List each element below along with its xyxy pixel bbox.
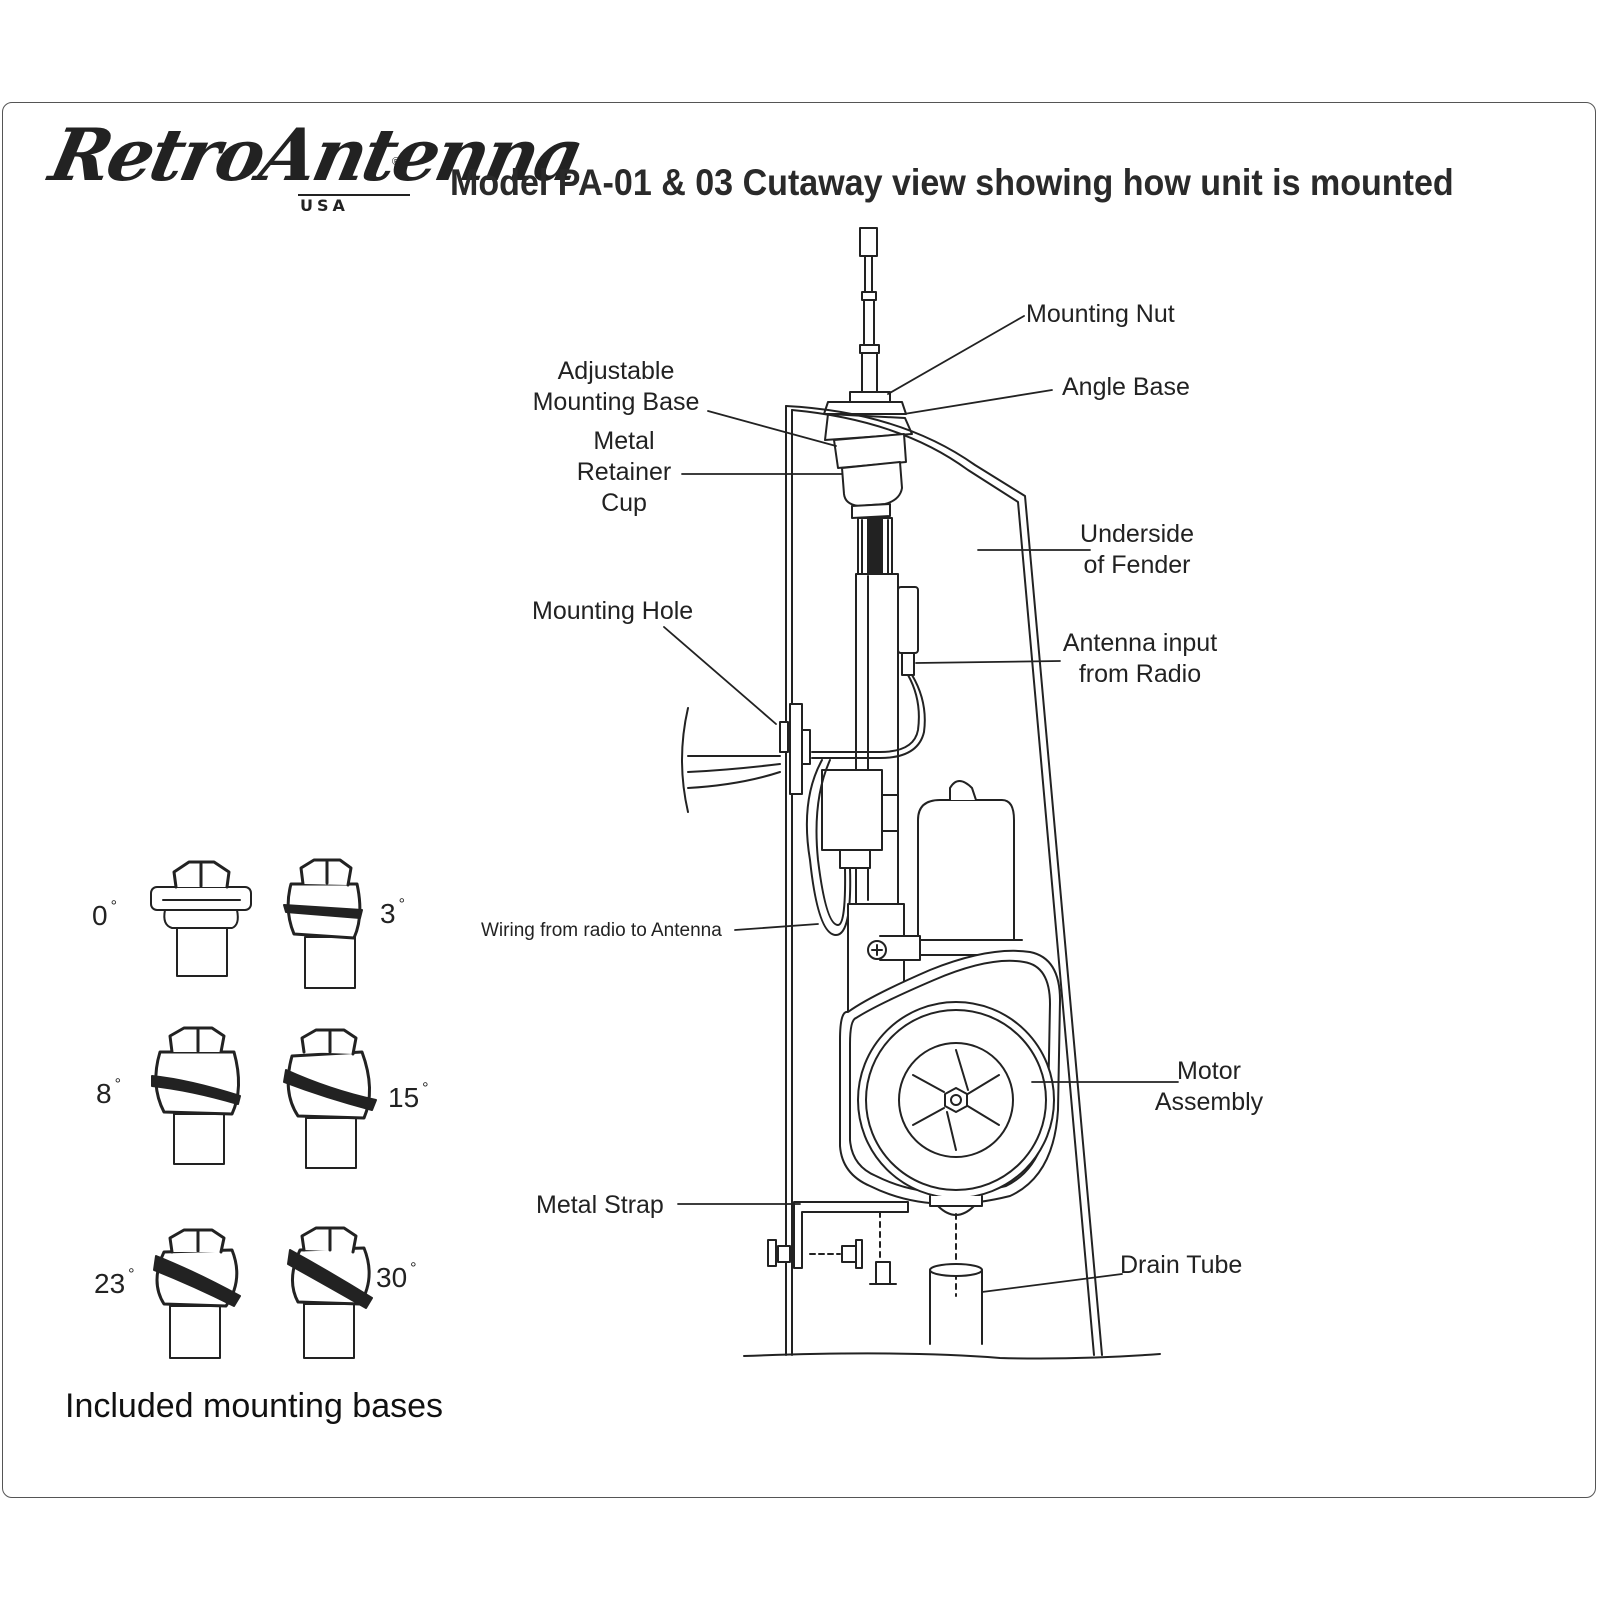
label-antenna-input: Antenna input from Radio (1052, 628, 1228, 690)
label-mounting-nut: Mounting Nut (1026, 300, 1175, 328)
label-retainer-line3: Cup (601, 489, 647, 517)
label-fender-line2: of Fender (1083, 551, 1191, 579)
label-wiring: Wiring from radio to Antenna (481, 920, 722, 941)
mounting-hole-grommet (681, 703, 811, 813)
base-3-degree (283, 858, 363, 989)
label-mounting-hole: Mounting Hole (532, 597, 694, 625)
label-motor-assembly: Motor Assembly (1140, 1056, 1278, 1118)
angle-base (824, 413, 913, 441)
label-adjustable-line2: Mounting Base (532, 388, 700, 416)
fender-underside (785, 405, 1103, 1356)
metal-retainer-cup (833, 433, 907, 519)
base-23-degree (153, 1228, 241, 1359)
base-30-degree (287, 1226, 373, 1359)
label-antenna-input-line2: from Radio (1078, 660, 1202, 688)
brand-region: USA (300, 196, 349, 215)
label-metal-strap: Metal Strap (536, 1191, 664, 1219)
label-retainer-line2: Retainer (576, 458, 672, 486)
metal-strap (767, 1201, 909, 1285)
label-metal-retainer-cup: Metal Retainer Cup (560, 426, 688, 519)
label-drain-tube: Drain Tube (1120, 1251, 1243, 1279)
threaded-shaft (857, 517, 893, 575)
angle-label-15: 15° (388, 1079, 429, 1113)
label-motor-line2: Assembly (1154, 1088, 1264, 1116)
logo-underline (298, 194, 410, 196)
base-0-degree (150, 860, 252, 977)
label-antenna-input-line1: Antenna input (1062, 629, 1218, 657)
mounting-nut (823, 391, 907, 415)
label-angle-base: Angle Base (1062, 373, 1190, 401)
bases-caption: Included mounting bases (65, 1387, 444, 1425)
angle-label-23: 23° (94, 1265, 135, 1299)
drain-tube (929, 1213, 983, 1345)
page-title: Model PA-01 & 03 Cutaway view showing ho… (450, 162, 1454, 203)
label-underside-of-fender: Underside of Fender (1064, 519, 1210, 581)
ground-line (743, 1352, 1161, 1360)
antenna-input-connector (811, 586, 926, 759)
base-15-degree (283, 1028, 377, 1169)
wiring-loop (805, 759, 899, 936)
label-motor-line1: Motor (1177, 1057, 1241, 1085)
angle-label-30: 30° (376, 1259, 417, 1293)
registered-mark: ® (392, 156, 401, 168)
angle-label-0: 0° (92, 897, 117, 931)
angle-label-8: 8° (96, 1075, 121, 1109)
label-adjustable-mounting-base: Adjustable Mounting Base (520, 356, 712, 418)
base-8-degree (151, 1026, 241, 1165)
label-adjustable-line1: Adjustable (557, 357, 675, 385)
leader-lines (663, 315, 1179, 1293)
label-retainer-line1: Metal (593, 427, 655, 455)
label-fender-line1: Underside (1080, 520, 1194, 548)
angle-label-3: 3° (380, 895, 405, 929)
antenna-mast (859, 227, 880, 393)
motor-assembly (839, 949, 1061, 1216)
